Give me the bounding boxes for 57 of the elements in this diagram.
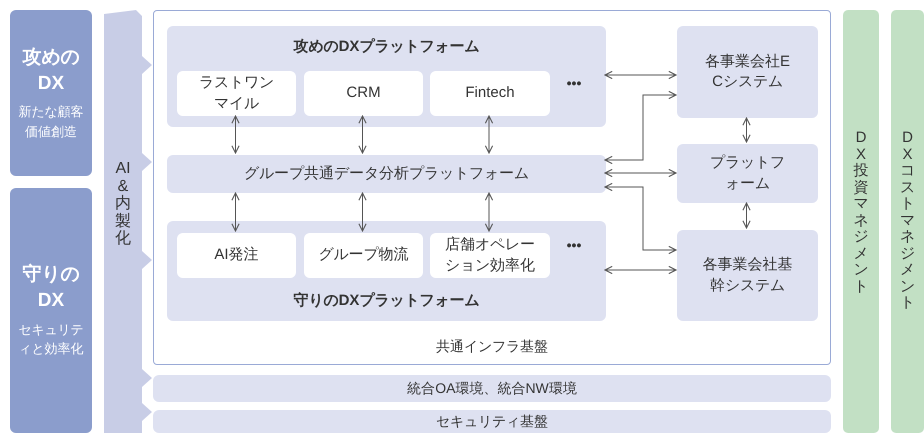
subheading: 新たな顧客価値創造: [18, 103, 84, 141]
ellipsis: •••: [566, 236, 582, 255]
infrastructure-frame: [153, 10, 831, 365]
management-column: [891, 10, 924, 433]
box-label: プラットフォーム: [710, 153, 785, 194]
ai-column: [104, 10, 154, 433]
vertical-label: DXコストマネジメント: [900, 130, 915, 312]
connector-arrow: [484, 115, 494, 154]
panel-heading: 攻めのDXプラットフォーム: [292, 37, 480, 56]
system-box: [177, 233, 296, 278]
strategy-panel: [10, 188, 92, 433]
connector-arrow: [358, 192, 367, 232]
system-box: [430, 71, 550, 116]
box-label: 店舗オペレーション効率化: [445, 235, 535, 276]
connector-arrow: [484, 192, 494, 232]
subheading: セキュリティと効率化: [18, 320, 84, 358]
platform-panel: [167, 221, 606, 321]
box-label: グループ共通データ分析プラットフォーム: [244, 164, 529, 184]
frame-label: 共通インフラ基盤: [435, 338, 549, 356]
heading: 攻めのDX: [21, 46, 80, 96]
system-box: [677, 144, 818, 203]
connector-arrow: [604, 70, 677, 80]
box-label: グループ物流: [318, 245, 408, 266]
box-label: 統合OA環境、統合NW環境: [407, 379, 577, 398]
ellipsis: •••: [566, 74, 582, 93]
connector-arrow: [742, 202, 751, 229]
system-box: [677, 230, 818, 321]
box-label: AI発注: [214, 245, 259, 266]
infrastructure-bar: [153, 375, 831, 402]
connector-arrow: [358, 115, 367, 154]
management-column: [843, 10, 879, 433]
panel-heading: 守りのDXプラットフォーム: [292, 291, 480, 310]
infrastructure-bar: [153, 410, 831, 433]
connector-arrow: [604, 182, 677, 254]
heading: 守りのDX: [21, 262, 80, 313]
box-label: 各事業会社基幹システム: [702, 255, 792, 296]
connector-arrow: [231, 115, 240, 154]
box-label: Fintech: [465, 83, 515, 104]
system-box: [304, 71, 423, 116]
strategy-panel: [10, 10, 92, 176]
connector-arrow: [604, 90, 677, 164]
platform-bar: [167, 155, 606, 193]
vertical-label: DX投資マネジメント: [854, 130, 868, 295]
connector-arrow: [604, 168, 677, 178]
system-box: [304, 233, 423, 278]
system-box: [177, 71, 296, 116]
box-label: 各事業会社ECシステム: [704, 52, 791, 92]
box-label: CRM: [346, 83, 381, 104]
box-label: セキュリティ基盤: [436, 412, 548, 431]
connector-arrow: [742, 117, 751, 143]
system-box: [677, 26, 818, 118]
connector-arrow: [231, 192, 240, 232]
system-box: [430, 233, 550, 278]
platform-panel: [167, 26, 606, 127]
connector-arrow: [604, 266, 677, 274]
vertical-label: AI&内製化: [115, 160, 131, 248]
box-label: ラストワンマイル: [199, 73, 274, 114]
